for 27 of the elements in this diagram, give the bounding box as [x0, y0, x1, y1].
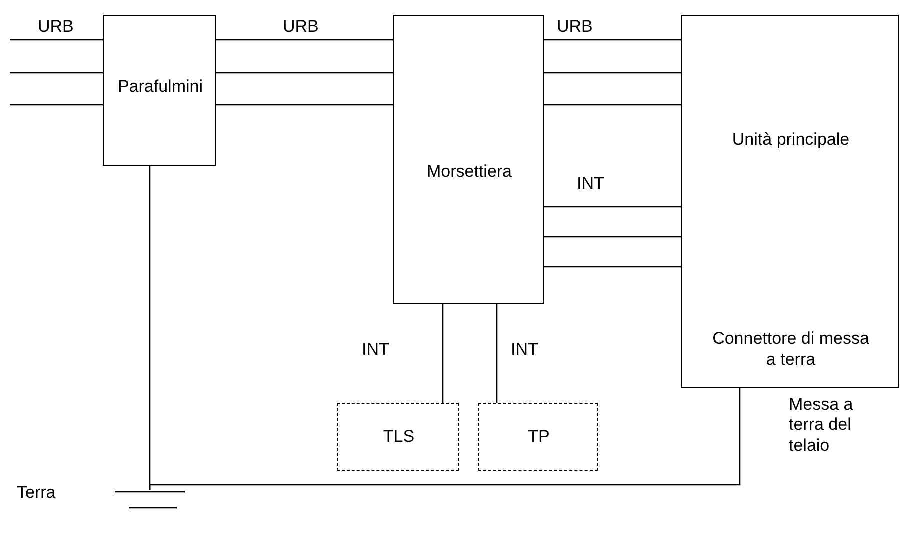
connector-line: [216, 72, 393, 74]
box-title: TLS: [382, 426, 416, 448]
box-title: Morsettiera: [426, 161, 514, 182]
connector-line: [149, 388, 741, 490]
connector-line: [10, 72, 103, 74]
block-box: [681, 15, 899, 388]
dashed-box: [337, 403, 459, 471]
dashed-box: [478, 403, 598, 471]
connector-line: [544, 236, 681, 238]
symbol-label: Terra: [17, 482, 56, 504]
connector-line: [496, 304, 498, 403]
connector-line: [10, 39, 103, 41]
box-text: Connettore di messa a terra: [712, 328, 870, 370]
connector-line: [544, 206, 681, 208]
connector-line: [10, 104, 103, 106]
connector-line: [544, 104, 681, 106]
connector-line: [544, 39, 681, 41]
box-title: Parafulmini: [116, 76, 204, 98]
connector-line: [216, 39, 393, 41]
block-box: [393, 15, 544, 304]
connector-line: [544, 266, 681, 268]
box-title: TP: [527, 426, 551, 448]
block-box: [103, 15, 216, 166]
connector-line: [216, 104, 393, 106]
box-title: Unità principale: [731, 129, 851, 150]
connector-line: [442, 304, 444, 403]
connector-line: [544, 72, 681, 74]
